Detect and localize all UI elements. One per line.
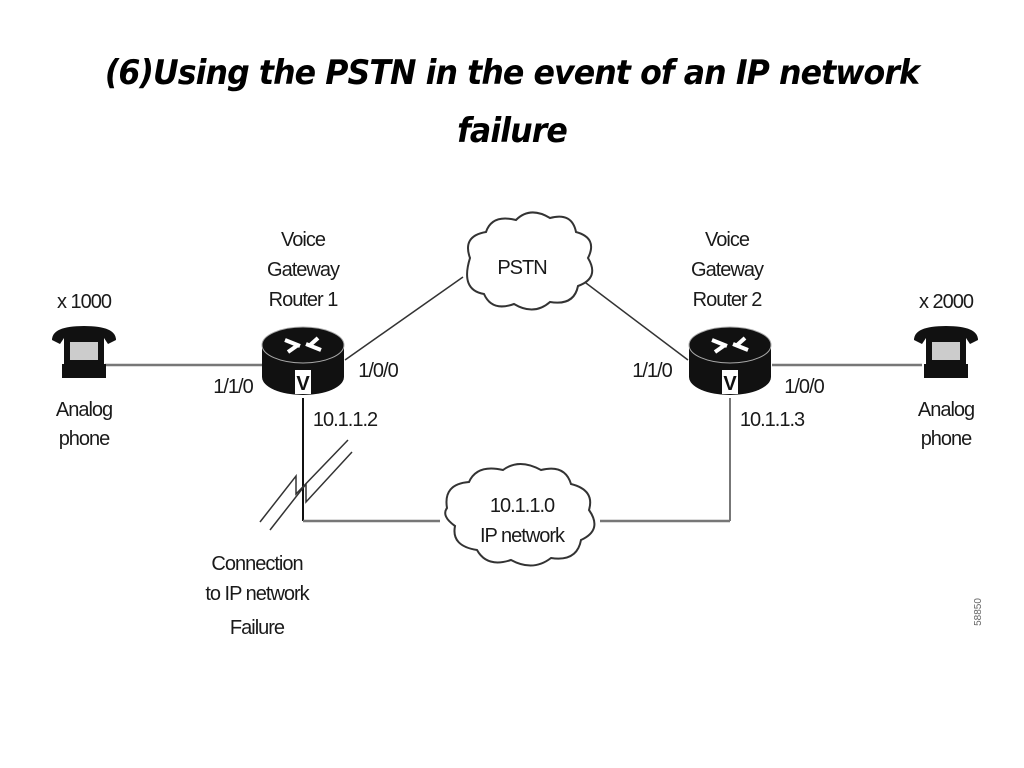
link-router1-pstn (344, 276, 464, 361)
pstn-cloud: PSTN (466, 211, 594, 311)
router-2-port-pstn: 1/1/0 (632, 360, 672, 382)
router-2-ip: 10.1.1.3 (740, 409, 805, 431)
link-pstn-router2 (577, 276, 689, 361)
router-2-name-line-1: Voice (705, 229, 750, 251)
phone-right-label-line-2: phone (921, 428, 972, 450)
router-2-port-phone: 1/0/0 (784, 376, 824, 398)
router-1-port-pstn: 1/0/0 (358, 360, 398, 382)
pstn-label: PSTN (497, 257, 546, 279)
router-1-name-line-1: Voice (281, 229, 326, 251)
title-line-1: (6)Using the PSTN in the event of an IP … (104, 53, 920, 93)
ip-cloud-line-2: IP network (480, 525, 566, 547)
router-1-port-phone: 1/1/0 (213, 376, 253, 398)
failure-label-line-2: to IP network (205, 583, 310, 605)
phone-left-extension: x 1000 (57, 291, 112, 313)
failure-label-line-3: Failure (230, 617, 285, 639)
router-1-icon: V (261, 326, 345, 395)
router-2-badge: V (723, 373, 737, 395)
phone-left-label-line-2: phone (59, 428, 110, 450)
router-2-icon: V (688, 326, 772, 395)
ip-cloud-line-1: 10.1.1.0 (490, 495, 555, 517)
ip-network-cloud: 10.1.1.0 IP network (444, 463, 596, 567)
phone-right-extension: x 2000 (919, 291, 974, 313)
router-1-name-line-2: Gateway (267, 259, 340, 281)
router-2-name-line-3: Router 2 (693, 289, 763, 311)
router-1-ip: 10.1.1.2 (313, 409, 378, 431)
router-1-badge: V (296, 373, 310, 395)
failure-break-icon (259, 439, 353, 531)
router-2-name-line-2: Gateway (691, 259, 764, 281)
phone-right-label-line-1: Analog (918, 399, 974, 421)
phone-right-icon (914, 326, 978, 378)
phone-left-icon (52, 326, 116, 378)
router-1-name-line-3: Router 1 (269, 289, 339, 311)
title-line-2: failure (457, 111, 568, 151)
slide-title: (6)Using the PSTN in the event of an IP … (36, 44, 988, 160)
phone-left-label-line-1: Analog (56, 399, 112, 421)
figure-id: 58850 (973, 598, 984, 626)
failure-label-line-1: Connection (211, 553, 302, 575)
